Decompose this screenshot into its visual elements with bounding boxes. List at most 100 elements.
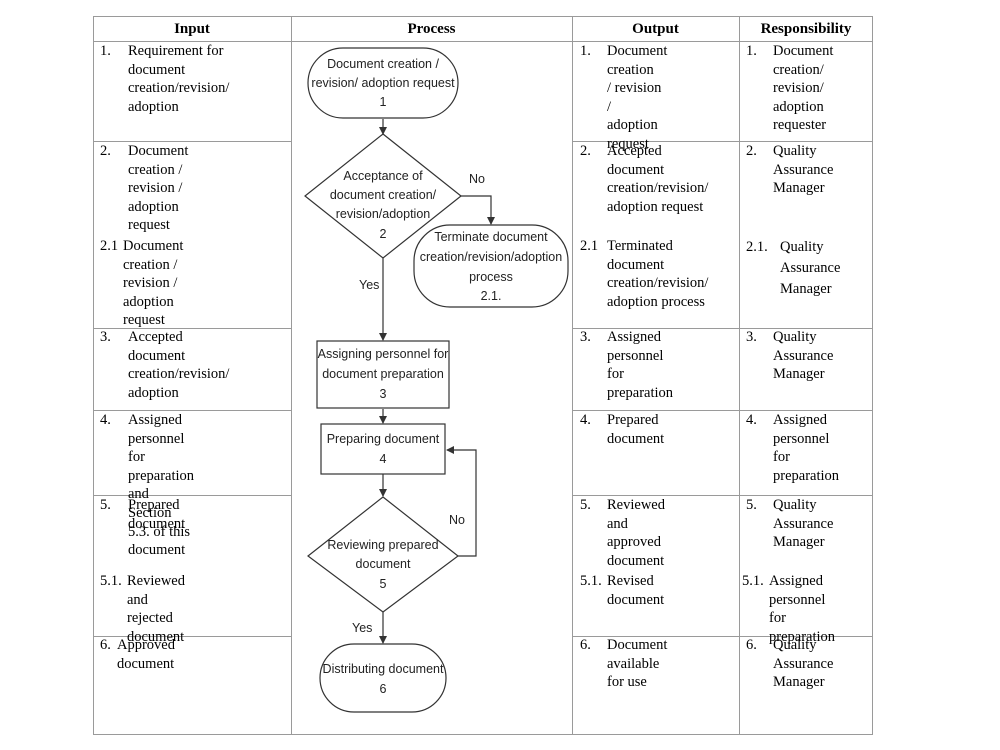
header-input: Input (174, 21, 210, 37)
header-output: Output (632, 21, 679, 37)
input-item-number: 4. (100, 412, 111, 428)
output-item-number: 2. (580, 143, 591, 159)
output-item-text: Terminated (607, 238, 673, 254)
input-item-text: revision / adoption (128, 180, 183, 215)
input-item-text: 5.3. of this document (128, 523, 191, 559)
column-divider (291, 16, 292, 735)
input-item-text: Reviewed and (127, 573, 185, 608)
responsibility-item-text: Assurance (773, 347, 834, 364)
output-item-text: available for use (607, 655, 660, 691)
flow-node-process (316, 340, 450, 409)
responsibility-item-text: Assurance (773, 655, 834, 672)
responsibility-item-text: Quality (773, 143, 817, 159)
flow-node-label: document creation/ (330, 188, 437, 202)
responsibility-item-text: adoption (773, 98, 824, 115)
flow-node-label: 6 (380, 682, 387, 696)
responsibility-item-text: Manager (773, 674, 825, 691)
input-item-text: adoption (128, 98, 179, 115)
output-item-text: adoption request (607, 117, 658, 152)
output-item-text: adoption process (607, 293, 705, 310)
flow-node-start (307, 47, 459, 119)
output-item-number: 3. (580, 329, 591, 345)
input-item-number: 5.1. (100, 573, 122, 589)
flow-node-label: Terminate document (434, 230, 548, 244)
output-item-number: 5. (580, 497, 591, 513)
flow-node-label: 5 (380, 577, 387, 591)
responsibility-item-text: Manager (773, 534, 825, 551)
responsibility-item-text: Assigned (773, 412, 827, 428)
output-item-text: Accepted (607, 143, 662, 159)
row-divider (93, 410, 291, 411)
branch-label-no: No (449, 513, 465, 527)
output-item-number: 1. (580, 43, 591, 59)
flow-node-label: Preparing document (327, 432, 440, 446)
input-item-text: request (123, 312, 165, 329)
responsibility-item-number: 5. (746, 497, 757, 513)
output-item-text: Assigned (607, 329, 661, 345)
column-divider (739, 16, 740, 735)
output-item-number: 5.1. (580, 573, 602, 589)
flow-node-label: Document creation / (327, 57, 439, 71)
output-item-number: 2.1 (580, 238, 599, 254)
output-item-text: document (607, 161, 665, 178)
input-item-text: Document creation / (128, 143, 189, 178)
input-item-number: 5. (100, 497, 111, 513)
branch-label-no: No (469, 172, 485, 186)
responsibility-item-text: Assurance (780, 260, 841, 276)
row-divider (572, 328, 873, 329)
header-process: Process (407, 21, 456, 37)
row-divider (572, 410, 873, 411)
flow-node-label: revision/adoption (336, 207, 431, 221)
responsibility-item-text: Assurance (773, 515, 834, 532)
input-item-text: Accepted document (128, 329, 186, 364)
responsibility-item-text: preparation (773, 467, 840, 484)
input-item-number: 2.1 (100, 238, 119, 254)
responsibility-item-text: Assurance (773, 161, 834, 178)
row-divider (572, 141, 873, 142)
flow-node-terminate (413, 224, 569, 308)
responsibility-item-text: personnel for (773, 430, 830, 466)
flow-node-label: Acceptance of (343, 169, 423, 183)
responsibility-item-text: creation/ (773, 61, 824, 78)
output-item-text: personnel for (607, 347, 664, 383)
responsibility-item-text: personnel for (769, 591, 826, 627)
flow-node-label: document preparation (322, 367, 444, 381)
flow-node-decision (304, 133, 462, 259)
flow-node-label: Assigning personnel for (318, 347, 449, 361)
row-divider (93, 328, 291, 329)
input-item-text: adoption (128, 384, 179, 401)
row-divider (572, 495, 873, 496)
output-item-text: / revision / (607, 80, 662, 115)
flow-node-label: 3 (380, 387, 387, 401)
input-item-number: 2. (100, 143, 111, 159)
responsibility-item-text: Document (773, 43, 834, 59)
row-divider (93, 636, 291, 637)
responsibility-item-number: 3. (746, 329, 757, 345)
row-divider (93, 495, 291, 496)
responsibility-item-text: Manager (773, 180, 825, 197)
flow-node-label: 2 (380, 227, 387, 241)
input-item-text: Approved document (117, 637, 175, 672)
flow-node-label: 4 (380, 452, 387, 466)
input-item-text: preparation and Section (128, 467, 195, 521)
responsibility-item-text: Quality (773, 497, 817, 513)
responsibility-item-number: 2. (746, 143, 757, 159)
input-item-text: Prepared document (128, 497, 186, 532)
output-item-number: 6. (580, 637, 591, 653)
output-item-text: document (607, 256, 665, 273)
responsibility-item-text: revision/ (773, 80, 824, 97)
output-item-text: approved (607, 534, 661, 551)
flow-node-end (319, 643, 447, 713)
output-item-text: creation/revision/ (607, 180, 709, 197)
input-item-text: rejected document (127, 610, 185, 645)
input-item-text: document (128, 61, 186, 78)
flow-node-label: Distributing document (323, 662, 444, 676)
output-item-text: document (607, 591, 665, 608)
row-divider (572, 636, 873, 637)
column-divider (572, 16, 573, 735)
responsibility-item-text: Manager (773, 366, 825, 383)
table-frame (93, 16, 873, 735)
input-item-number: 6. (100, 637, 111, 653)
responsibility-item-number: 5.1. (742, 573, 764, 589)
